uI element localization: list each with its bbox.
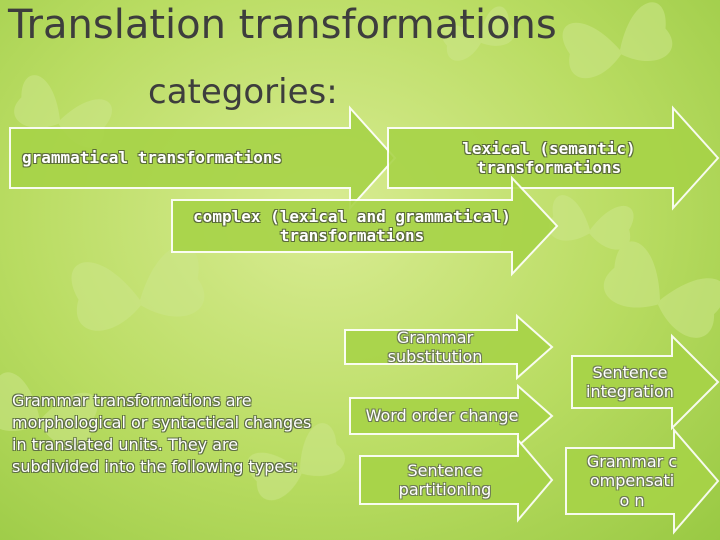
arrow-shape [387, 105, 720, 211]
arrow-lexical: lexical (semantic) transformations [387, 105, 720, 211]
grammar-compensation-label: Grammar compensatio n [586, 452, 678, 510]
arrow-shape [344, 313, 554, 381]
arrow-grammar-compensation: Grammar compensatio n [565, 427, 720, 535]
description-line: morphological or syntactical changes [12, 413, 312, 433]
arrow-shape [359, 437, 554, 523]
description-line: in translated units. They are [12, 435, 239, 455]
arrow-sentence-partitioning: Sentence partitioning [359, 437, 554, 523]
word-order-change-label: Word order change [365, 406, 519, 426]
sentence-partitioning-label: Sentence partitioning [398, 460, 492, 499]
complex-transformations-label: complex (lexical and grammatical) transf… [193, 206, 511, 245]
arrow-shape [9, 105, 397, 211]
grammatical-transformations-label: grammatical transformations [22, 148, 283, 168]
arrow-shape [571, 333, 720, 431]
arrow-shape [171, 175, 559, 277]
grammar-substitution-label: Grammar substitution [387, 327, 483, 366]
grammar-description: Grammar transformations are morphologica… [12, 390, 352, 478]
arrow-sentence-integration: Sentence integration [571, 333, 720, 431]
arrow-shape [349, 383, 554, 449]
sentence-integration-label: Sentence integration [586, 362, 674, 401]
slide-subtitle: categories: [148, 72, 338, 112]
description-line: subdivided into the following types: [12, 457, 298, 477]
arrow-grammatical: grammatical transformations [9, 105, 397, 211]
lexical-transformations-label: lexical (semantic) transformations [462, 138, 636, 177]
slide-title: Translation transformations [8, 2, 557, 48]
description-line: Grammar transformations are [12, 391, 252, 410]
arrow-grammar-substitution: Grammar substitution [344, 313, 554, 381]
arrow-shape [565, 427, 720, 535]
arrow-word-order-change: Word order change [349, 383, 554, 449]
arrow-complex: complex (lexical and grammatical) transf… [171, 175, 559, 277]
